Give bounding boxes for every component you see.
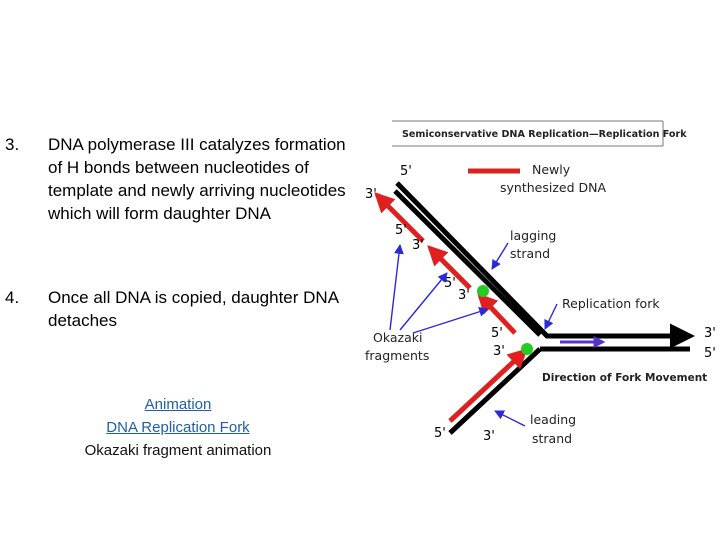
diagram-title-box: Semiconservative DNA Replication—Replica… [392,120,687,147]
primer-dot-lower [521,343,533,355]
replication-fork-diagram: Semiconservative DNA Replication—Replica… [365,120,716,446]
primer-dot-upper [477,285,489,297]
okazaki-pointer-arrow-1 [389,244,404,331]
list-number: 3. [5,135,20,154]
lagging-pointer-arrow [491,242,509,270]
animation-link[interactable]: Animation [144,396,212,413]
bottom-3-label: 3' [483,429,495,444]
template-strand-lower [448,347,542,435]
mid-5-label: 5' [491,326,503,341]
leading-label: leading [530,412,576,427]
okazaki-pointer-arrow-2 [399,272,448,331]
synthesized-dna-label: synthesized DNA [500,180,606,195]
legend-5-label: 5' [400,164,412,179]
direction-label: Direction of Fork Movement [542,372,707,384]
frag2-3-label: 3' [458,288,470,303]
okazaki-fragment-2 [427,245,472,290]
template-strand-inner [393,189,542,337]
links-block: Animation DNA Replication Fork Okazaki f… [40,393,316,462]
dna-replication-fork-link[interactable]: DNA Replication Fork [106,419,250,436]
list-text: Once all DNA is copied, daughter DNA det… [48,288,339,330]
lagging-label: lagging [510,228,556,243]
fragments-label: fragments [365,348,429,363]
frag1-3-label: 3' [412,238,424,253]
okazaki-label: Okazaki [373,330,422,345]
mid-3-label: 3' [493,344,505,359]
leading-strand-label: strand [532,431,572,446]
replication-fork-label: Replication fork [562,296,660,311]
bottom-5-label: 5' [434,426,446,441]
okazaki-fragment-1 [374,192,425,243]
right-5-label: 5' [704,346,716,361]
top-3-label: 3' [365,187,377,202]
lagging-strand-label: strand [510,246,550,261]
diagram-title: Semiconservative DNA Replication—Replica… [402,129,687,140]
template-strand-upper [395,181,695,349]
okazaki-fragment-3 [477,293,517,335]
fork-pointer-arrow [544,303,558,330]
okazaki-animation-text: Okazaki fragment animation [84,442,272,459]
right-3-label: 3' [704,326,716,341]
okazaki-pointer-arrow-3 [412,307,489,334]
newly-label: Newly [532,162,571,177]
list-text: DNA polymerase III catalyzes formation o… [48,135,346,223]
frag2-5-label: 5' [444,276,456,291]
leading-pointer-arrow [494,410,526,427]
list-number: 4. [5,288,20,307]
frag1-5-label: 5' [395,223,407,238]
leading-strand [448,348,528,423]
